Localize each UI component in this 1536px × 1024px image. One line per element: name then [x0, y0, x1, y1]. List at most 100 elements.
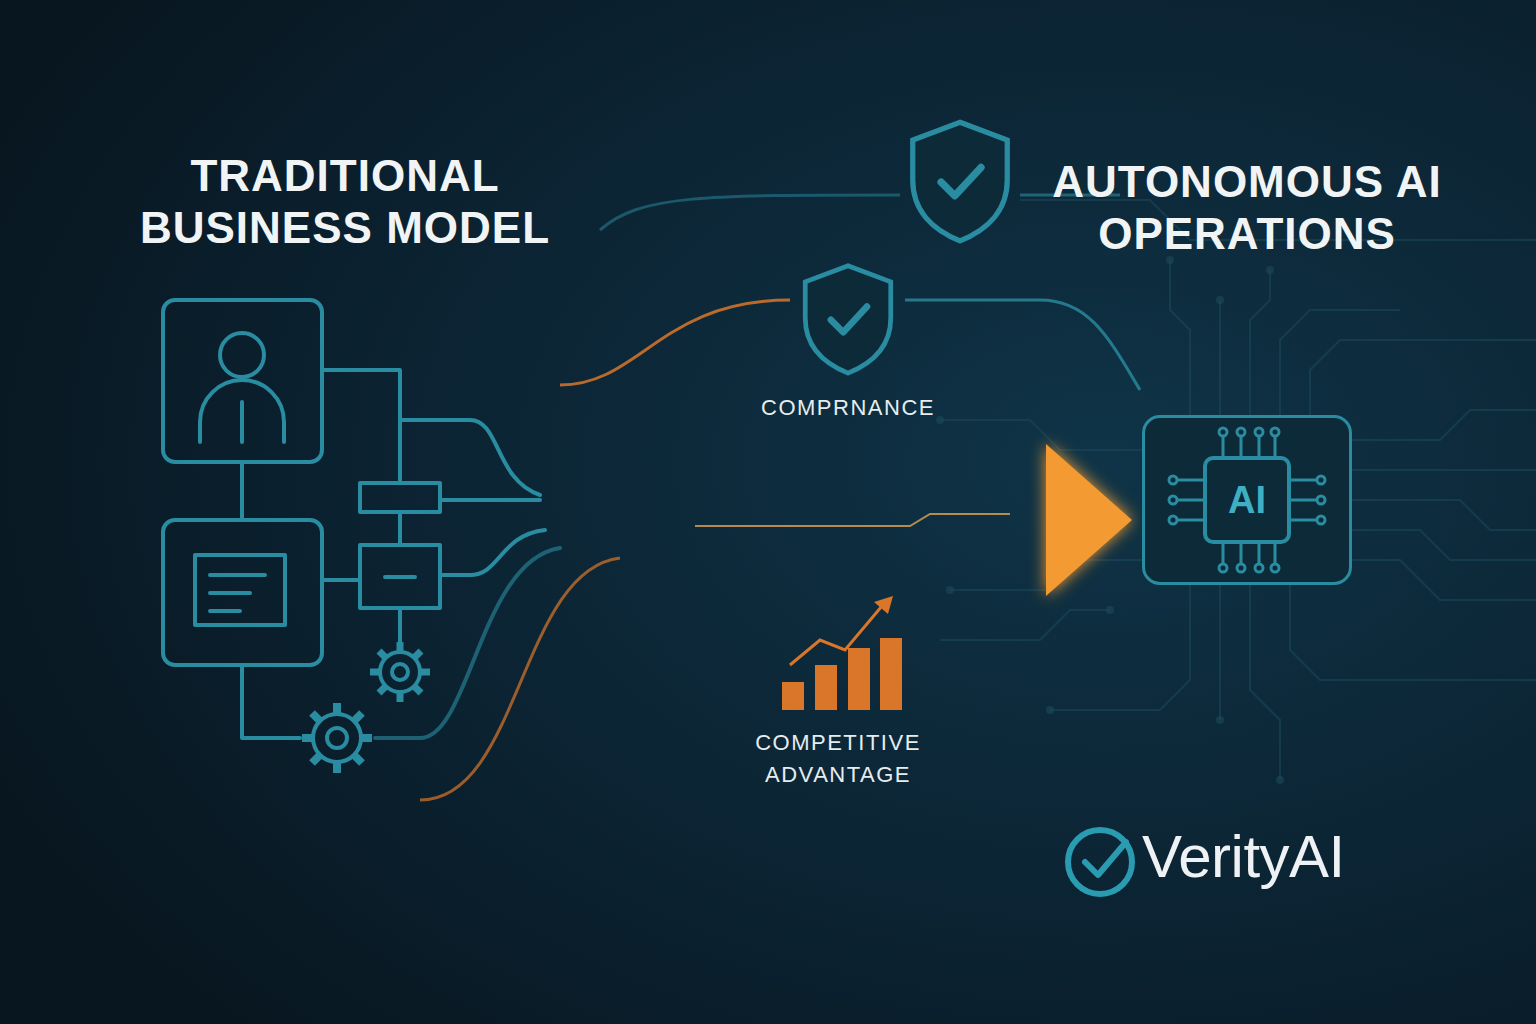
- art-part: [1106, 606, 1114, 614]
- pin-end: [1317, 516, 1325, 524]
- art-part: [313, 714, 361, 762]
- art-part: [1216, 296, 1224, 304]
- person-line: [240, 402, 244, 442]
- process-rect: [360, 545, 440, 608]
- art-part: [327, 728, 347, 748]
- pin: [1222, 542, 1225, 564]
- pin: [1274, 542, 1277, 564]
- art-part: [1085, 842, 1126, 875]
- art-part: [302, 703, 372, 773]
- art-part: [420, 558, 620, 800]
- art-part: [370, 642, 430, 702]
- art-part: [392, 664, 408, 680]
- person-box: [163, 300, 322, 462]
- art-part: [848, 648, 870, 710]
- art-part: [936, 416, 944, 424]
- pin: [1274, 436, 1277, 458]
- art-part: [941, 167, 981, 195]
- brand-wordmark: VerityAI: [1142, 822, 1345, 891]
- person-body: [200, 380, 284, 442]
- pin: [1222, 436, 1225, 458]
- chip-pins: [1169, 428, 1325, 572]
- art-part: [782, 682, 804, 710]
- art-part: [600, 195, 900, 230]
- art-part: [905, 300, 1140, 390]
- shields: [805, 122, 1007, 373]
- flow-line: [322, 370, 400, 483]
- process-rect: [360, 483, 440, 512]
- art-part: [1352, 410, 1536, 440]
- art-part: [1280, 310, 1400, 415]
- art-part: [805, 266, 891, 373]
- art-part: [1046, 706, 1054, 714]
- art-part: [1170, 260, 1190, 415]
- flow-line: [440, 498, 540, 502]
- arrow-body: [575, 496, 1050, 544]
- art-part: [790, 606, 882, 665]
- art-part: [1250, 585, 1280, 780]
- flowchart: [163, 300, 560, 738]
- pin-end: [1271, 564, 1279, 572]
- gear: [370, 642, 430, 702]
- pin-end: [1219, 428, 1227, 436]
- art-part: [1250, 270, 1270, 415]
- arrow-head: [1046, 444, 1132, 596]
- art-part: [560, 300, 790, 385]
- flow-line: [398, 608, 402, 645]
- document-box: [163, 520, 322, 665]
- art-part: [946, 586, 954, 594]
- art-part: [1219, 300, 1221, 415]
- pin-end: [1237, 428, 1245, 436]
- pin-end: [1169, 516, 1177, 524]
- art-part: [1266, 266, 1274, 274]
- pin: [1177, 499, 1205, 502]
- art-part: [1352, 530, 1536, 560]
- section-heading: AUTONOMOUS AI OPERATIONS: [1027, 156, 1467, 260]
- pin: [1240, 542, 1243, 564]
- chip-label: AI: [1205, 458, 1289, 542]
- pin: [1177, 479, 1205, 482]
- pin-end: [1169, 496, 1177, 504]
- pin-end: [1237, 564, 1245, 572]
- pin-end: [1317, 496, 1325, 504]
- art-part: [1219, 585, 1221, 720]
- flow-arrow: [575, 444, 1132, 596]
- flow-line: [322, 578, 360, 582]
- section-heading: TRADITIONAL BUSINESS MODEL: [115, 150, 575, 254]
- art-part: [1352, 469, 1536, 471]
- art-part: [913, 122, 1008, 241]
- process-group: TRADITIONAL BUSINESS MODEL: [115, 150, 575, 750]
- document-lines: [210, 575, 265, 611]
- document-frame: [195, 555, 285, 625]
- gear: [302, 703, 372, 773]
- arrow-trace: [695, 514, 1010, 526]
- art-part: [1276, 776, 1284, 784]
- art-part: [880, 638, 902, 710]
- art-part: [950, 560, 1142, 590]
- pin-end: [1169, 476, 1177, 484]
- art-part: [940, 420, 1142, 450]
- art-part: [1352, 500, 1536, 530]
- pin: [1258, 542, 1261, 564]
- flow-line: [242, 665, 300, 738]
- pin: [1289, 519, 1317, 522]
- wires: [420, 195, 1140, 800]
- chip-core: [1205, 458, 1289, 542]
- pin-end: [1255, 428, 1263, 436]
- pin-end: [1255, 564, 1263, 572]
- icon-caption: COMPRNANCE: [718, 392, 978, 424]
- circuit-traces: [940, 200, 1536, 780]
- art-part: [1216, 716, 1224, 724]
- art-part: [1310, 340, 1536, 415]
- flow-line: [398, 512, 402, 545]
- flow-line: [400, 420, 540, 495]
- art-part: [940, 610, 1110, 640]
- flow-line: [240, 462, 244, 520]
- shield-icon: [805, 266, 891, 373]
- art-part: [831, 307, 867, 333]
- pin: [1289, 499, 1317, 502]
- gears: [302, 642, 430, 773]
- art-part: [815, 665, 837, 710]
- chart-icon: [782, 596, 902, 710]
